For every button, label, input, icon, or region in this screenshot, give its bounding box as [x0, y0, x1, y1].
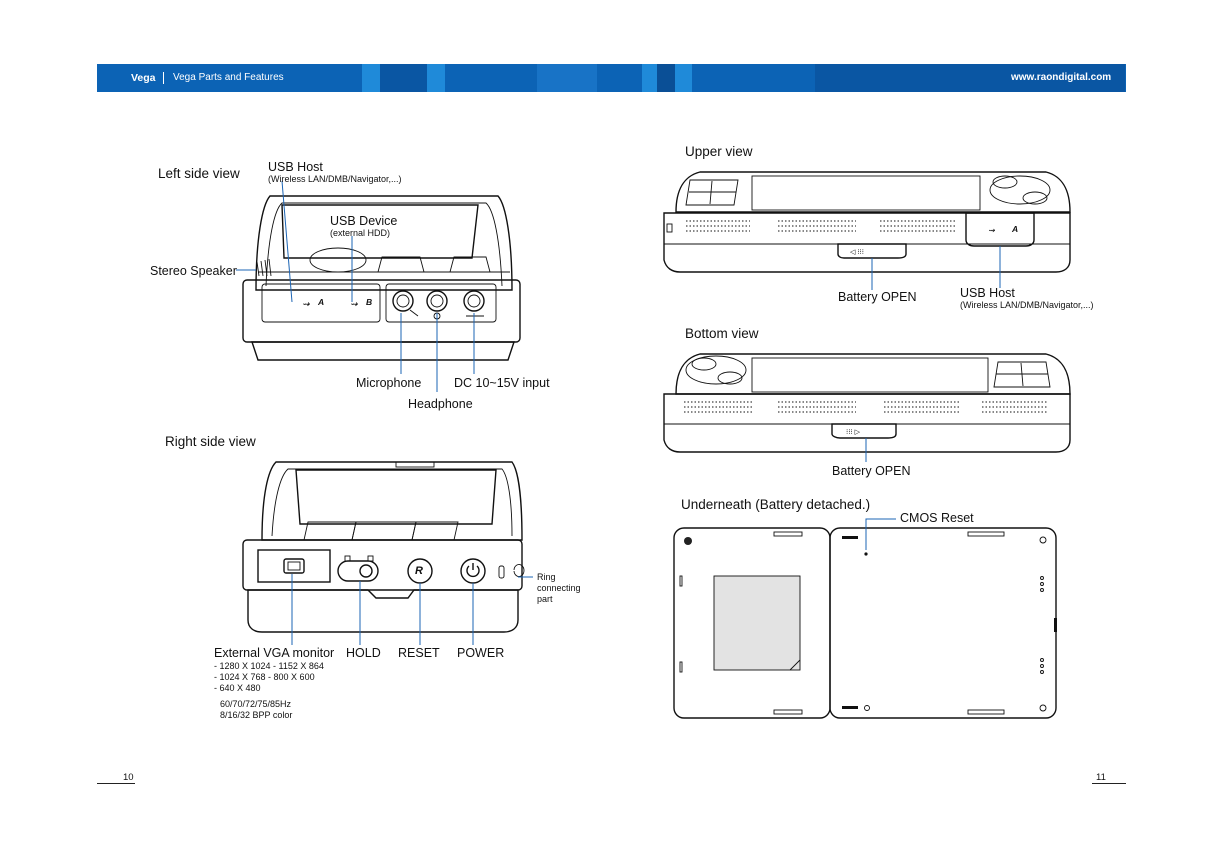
vga-resolution-2: - 1024 X 768 - 800 X 600	[214, 672, 315, 682]
banner-block	[362, 64, 380, 92]
right-view-title: Right side view	[165, 434, 256, 449]
upper-port-a: A	[1012, 224, 1019, 234]
section-title: Vega Parts and Features	[173, 72, 284, 83]
page-rule-left	[97, 783, 135, 784]
svg-text:⁝⁝⁝ ▷: ⁝⁝⁝ ▷	[846, 429, 861, 436]
underneath-device	[673, 518, 1057, 719]
banner-block	[657, 64, 675, 92]
label-ring-2: connecting	[537, 583, 581, 593]
label-usb-host-note: (Wireless LAN/DMB/Navigator,...)	[268, 174, 402, 184]
bottom-device: ⁝⁝⁝ ▷	[663, 353, 1071, 462]
vga-color-depth: 8/16/32 BPP color	[220, 710, 293, 720]
svg-text:⇝: ⇝	[988, 226, 995, 235]
upper-usb-host: USB Host	[960, 286, 1015, 300]
label-ring-3: part	[537, 594, 553, 604]
label-microphone: Microphone	[356, 376, 422, 390]
banner-block	[427, 64, 445, 92]
right-side-device	[242, 461, 533, 645]
reset-key-icon: R	[415, 565, 423, 577]
vga-refresh-rates: 60/70/72/75/85Hz	[220, 699, 292, 709]
label-ring-1: Ring	[537, 572, 556, 582]
vga-resolution-3: - 640 X 480	[214, 683, 261, 693]
upper-speaker-grilles	[686, 220, 956, 232]
speaker-grille	[256, 258, 272, 277]
underneath-view-title: Underneath (Battery detached.)	[681, 497, 871, 512]
label-usb-device: USB Device	[330, 214, 398, 228]
label-reset: RESET	[398, 646, 440, 660]
vga-resolution-1: - 1280 X 1024 - 1152 X 864	[214, 661, 324, 671]
header-banner: Vega Vega Parts and Features www.raondig…	[97, 64, 1126, 92]
page-rule-right	[1092, 783, 1126, 784]
port-b-label: B	[366, 297, 373, 307]
upper-device: ◁ ⁝⁝⁝ ⇝	[663, 171, 1071, 290]
upper-view-title: Upper view	[685, 144, 753, 159]
bottom-speaker-grilles	[684, 401, 1048, 413]
label-stereo-speaker: Stereo Speaker	[150, 264, 237, 278]
svg-text:⇝: ⇝	[302, 299, 310, 309]
brand-name: Vega	[131, 72, 156, 84]
left-side-device: ⇝ ⇝	[236, 180, 521, 392]
upper-battery-open: Battery OPEN	[838, 290, 917, 304]
bottom-view-title: Bottom view	[685, 326, 759, 341]
svg-text:◁ ⁝⁝⁝: ◁ ⁝⁝⁝	[850, 249, 864, 256]
banner-block	[537, 64, 597, 92]
website-link[interactable]: www.raondigital.com	[1011, 72, 1112, 83]
label-vga: External VGA monitor	[214, 646, 335, 660]
label-usb-device-note: (external HDD)	[330, 228, 391, 238]
page-number-left: 10	[123, 772, 134, 783]
left-view-title: Left side view	[158, 166, 240, 181]
page-number-right: 11	[1096, 772, 1106, 783]
banner-block	[815, 64, 1125, 92]
svg-text:⇝: ⇝	[350, 299, 358, 309]
label-power: POWER	[457, 646, 505, 660]
label-cmos-reset: CMOS Reset	[900, 511, 974, 525]
label-usb-host: USB Host	[268, 160, 323, 174]
header-separator	[163, 72, 164, 84]
label-headphone: Headphone	[408, 397, 473, 411]
label-hold: HOLD	[346, 646, 381, 660]
port-a-label: A	[318, 297, 325, 307]
upper-usb-host-note: (Wireless LAN/DMB/Navigator,...)	[960, 300, 1094, 310]
label-dc-input: DC 10~15V input	[454, 376, 550, 390]
bottom-battery-open: Battery OPEN	[832, 464, 911, 478]
